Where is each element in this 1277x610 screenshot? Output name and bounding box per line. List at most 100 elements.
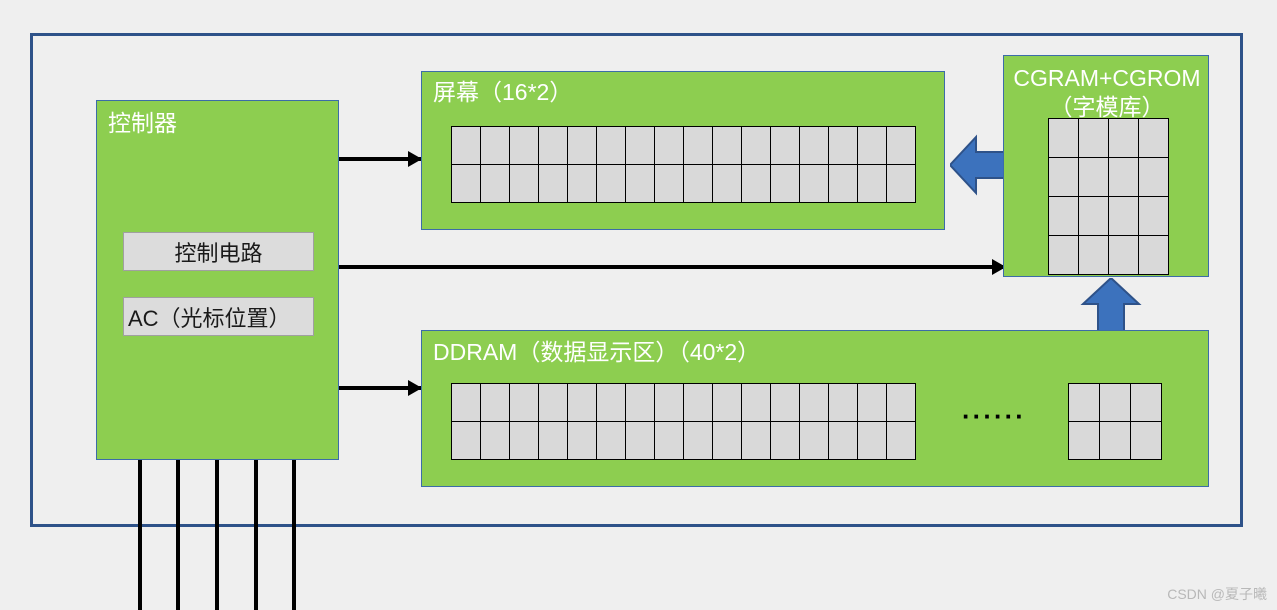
grid-cell [1049, 197, 1078, 235]
grid-cell [858, 165, 886, 202]
grid-cell [626, 422, 654, 459]
grid-cell [626, 127, 654, 164]
grid-cell [539, 127, 567, 164]
outer-frame [30, 33, 1243, 527]
grid-cell [1069, 422, 1099, 459]
grid-cell [713, 384, 741, 421]
arrow-controller-to-cgram [339, 259, 1006, 275]
arrow-left-icon [948, 134, 1005, 196]
grid-cell [1079, 158, 1108, 196]
grid-cell [655, 165, 683, 202]
grid-cell [510, 384, 538, 421]
grid-cell [1049, 236, 1078, 274]
grid-cell [1131, 384, 1161, 421]
grid-cell [597, 127, 625, 164]
grid-cell [597, 384, 625, 421]
grid-cell [829, 384, 857, 421]
grid-cell [742, 422, 770, 459]
grid-cell [800, 127, 828, 164]
grid-cell [1131, 422, 1161, 459]
grid-cell [858, 127, 886, 164]
ac-label: AC（光标位置） [128, 305, 291, 331]
grid-cell [829, 127, 857, 164]
grid-cell [510, 165, 538, 202]
ddram-cell-grid [451, 383, 916, 460]
ddram-title: DDRAM（数据显示区）（40*2） [433, 339, 761, 365]
grid-cell [713, 422, 741, 459]
control-circuit-label: 控制电路 [174, 240, 263, 266]
grid-cell [452, 422, 480, 459]
grid-cell [713, 127, 741, 164]
arrow-controller-to-ddram [339, 380, 422, 396]
ddram-ellipsis: ······ [962, 401, 1026, 431]
cgram-cgrom-panel: CGRAM+CGROM （字模库） [1003, 55, 1209, 277]
grid-cell [481, 384, 509, 421]
grid-cell [829, 165, 857, 202]
grid-cell [771, 384, 799, 421]
grid-cell [1109, 119, 1138, 157]
grid-cell [771, 127, 799, 164]
grid-cell [800, 422, 828, 459]
arrow-controller-to-screen [339, 151, 422, 167]
screen-cell-grid [451, 126, 916, 203]
grid-cell [1139, 158, 1168, 196]
grid-cell [481, 422, 509, 459]
screen-panel: 屏幕（16*2） [421, 71, 945, 230]
grid-cell [829, 422, 857, 459]
grid-cell [684, 165, 712, 202]
ddram-panel: DDRAM（数据显示区）（40*2） ······ [421, 330, 1209, 487]
grid-cell [481, 127, 509, 164]
grid-cell [510, 422, 538, 459]
grid-cell [626, 165, 654, 202]
screen-title: 屏幕（16*2） [433, 79, 573, 105]
grid-cell [742, 384, 770, 421]
ac-cursor-position-box: AC（光标位置） [123, 297, 314, 336]
grid-cell [684, 422, 712, 459]
grid-cell [713, 165, 741, 202]
grid-cell [597, 165, 625, 202]
controller-panel: 控制器 控制电路 AC（光标位置） [96, 100, 339, 460]
grid-cell [887, 384, 915, 421]
grid-cell [1100, 384, 1130, 421]
grid-cell [568, 422, 596, 459]
arrow-up-icon [1080, 276, 1142, 333]
grid-cell [684, 384, 712, 421]
grid-cell [1109, 236, 1138, 274]
grid-cell [481, 165, 509, 202]
bus-line-1 [138, 460, 142, 610]
grid-cell [568, 384, 596, 421]
grid-cell [655, 384, 683, 421]
grid-cell [1069, 384, 1099, 421]
grid-cell [858, 384, 886, 421]
grid-cell [800, 384, 828, 421]
control-circuit-box: 控制电路 [123, 232, 314, 271]
grid-cell [1109, 197, 1138, 235]
ddram-tail-cell-grid [1068, 383, 1162, 460]
grid-cell [452, 384, 480, 421]
grid-cell [858, 422, 886, 459]
grid-cell [1139, 197, 1168, 235]
grid-cell [887, 422, 915, 459]
grid-cell [655, 127, 683, 164]
grid-cell [887, 127, 915, 164]
grid-cell [597, 422, 625, 459]
cgram-cell-grid [1048, 118, 1169, 275]
grid-cell [568, 165, 596, 202]
grid-cell [655, 422, 683, 459]
block-arrow-ddram-to-cgram [1079, 276, 1143, 333]
grid-cell [539, 422, 567, 459]
grid-cell [510, 127, 538, 164]
controller-title: 控制器 [108, 110, 177, 136]
bus-line-5 [292, 460, 296, 610]
grid-cell [452, 127, 480, 164]
grid-cell [1109, 158, 1138, 196]
block-arrow-cgram-to-screen [948, 133, 1005, 197]
grid-cell [626, 384, 654, 421]
grid-cell [742, 165, 770, 202]
grid-cell [1079, 236, 1108, 274]
grid-cell [539, 165, 567, 202]
grid-cell [568, 127, 596, 164]
bus-line-4 [254, 460, 258, 610]
cgram-title: CGRAM+CGROM （字模库） [1013, 65, 1201, 120]
